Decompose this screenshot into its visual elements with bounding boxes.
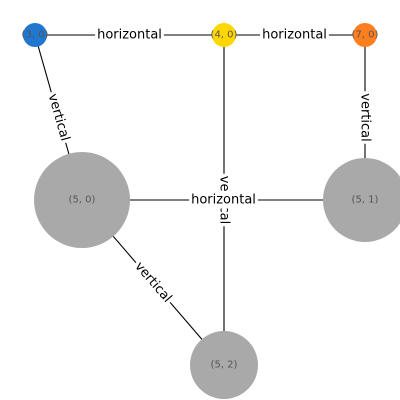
edge-label-group-e3: vertical <box>43 89 74 146</box>
node-label-n40: (4, 0) <box>211 30 238 41</box>
node-n30[interactable]: (3, 0) <box>22 23 49 47</box>
edge-label-group-e7: vertical <box>129 257 177 308</box>
node-circle-n52[interactable] <box>190 331 258 399</box>
node-label-n70: (7, 0) <box>352 30 379 41</box>
edge-label-bg-e7 <box>129 257 177 308</box>
node-label-n30: (3, 0) <box>22 30 49 41</box>
edge-label-e2: horizontal <box>262 28 327 43</box>
node-label-n52: (5, 2) <box>211 360 238 371</box>
nodes-layer: (3, 0) (4, 0) (7, 0) (5, 0) (5, 1) (5, 2) <box>22 23 400 399</box>
node-circle-n40[interactable] <box>212 23 236 47</box>
edge-label-bg-e6 <box>189 191 258 209</box>
edge-label-e4: vertical <box>358 93 373 141</box>
node-n50[interactable]: (5, 0) <box>34 152 130 248</box>
node-n52[interactable]: (5, 2) <box>190 331 258 399</box>
edge-label-group-e2: horizontal <box>260 26 329 44</box>
edge-label-bg-e2 <box>260 26 329 44</box>
node-circle-n70[interactable] <box>353 23 377 47</box>
node-label-n51: (5, 1) <box>352 195 379 206</box>
edge-label-group-e6: horizontal <box>189 191 258 209</box>
edge-label-e7: vertical <box>132 259 175 306</box>
node-label-n50: (5, 0) <box>69 195 96 206</box>
edge-label-e1: horizontal <box>97 28 162 43</box>
node-circle-n51[interactable] <box>323 158 400 242</box>
edge-label-group-e1: horizontal <box>95 26 164 44</box>
node-n51[interactable]: (5, 1) <box>323 158 400 242</box>
edge-label-e6: horizontal <box>191 193 256 208</box>
edge-label-bg-e4 <box>356 91 374 144</box>
node-circle-n30[interactable] <box>23 23 47 47</box>
node-circle-n50[interactable] <box>34 152 130 248</box>
edge-label-bg-e3 <box>43 89 74 146</box>
edge-label-group-e4: vertical <box>356 91 374 144</box>
node-n40[interactable]: (4, 0) <box>211 23 238 47</box>
edge-label-bg-e1 <box>95 26 164 44</box>
node-n70[interactable]: (7, 0) <box>352 23 379 47</box>
edge-label-e3: vertical <box>45 92 73 143</box>
